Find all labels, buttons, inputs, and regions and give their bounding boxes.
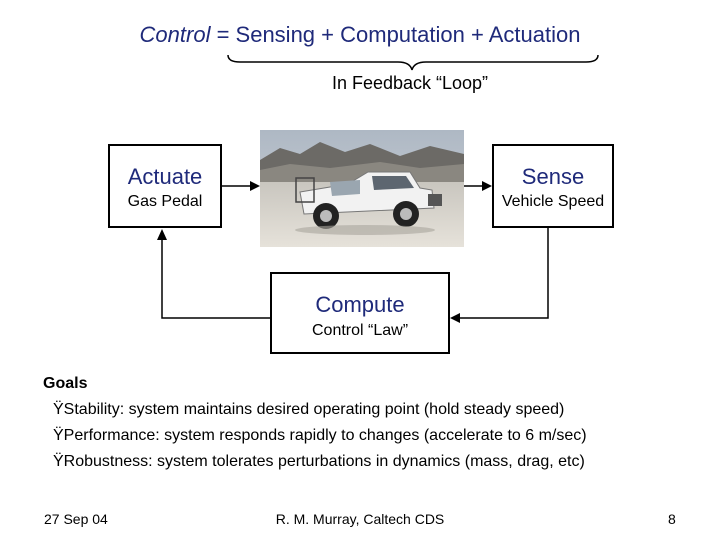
- underbrace: [227, 54, 599, 71]
- goal-performance: ŸPerformance: system responds rapidly to…: [53, 427, 587, 444]
- actuate-label: Actuate: [127, 164, 203, 189]
- arrow-compute-to-actuate: [161, 238, 270, 319]
- sense-sub: Vehicle Speed: [501, 193, 605, 210]
- goals-section: Goals ŸStability: system maintains desir…: [43, 371, 587, 475]
- compute-label: Compute: [315, 292, 405, 317]
- goal-robustness: ŸRobustness: system tolerates perturbati…: [53, 453, 585, 470]
- truck-image: [260, 130, 464, 247]
- title-equation: = Sensing + Computation + Actuation: [210, 22, 581, 47]
- actuate-block: Actuate Gas Pedal: [108, 144, 222, 228]
- actuate-sub: Gas Pedal: [127, 193, 203, 210]
- sense-block: Sense Vehicle Speed: [492, 144, 614, 228]
- feedback-loop-label: In Feedback “Loop”: [331, 73, 489, 93]
- title-control-word: Control: [139, 22, 211, 47]
- compute-sub: Control “Law”: [311, 322, 409, 339]
- arrowhead-compute: [450, 313, 460, 323]
- arrowhead-photo: [250, 181, 260, 191]
- footer-author: R. M. Murray, Caltech CDS: [275, 511, 445, 527]
- arrow-sense-to-compute: [460, 228, 549, 319]
- goal-stability: ŸStability: system maintains desired ope…: [53, 401, 565, 418]
- truck-photo: [260, 130, 464, 247]
- slide-title: Control = Sensing + Computation + Actuat…: [0, 22, 720, 48]
- arrowhead-sense: [482, 181, 492, 191]
- footer-page-number: 8: [668, 511, 676, 527]
- arrowhead-actuate: [157, 229, 167, 240]
- compute-block: Compute Control “Law”: [270, 272, 450, 354]
- sense-label: Sense: [521, 164, 585, 189]
- footer-date: 27 Sep 04: [44, 511, 108, 527]
- goals-heading: Goals: [43, 375, 88, 392]
